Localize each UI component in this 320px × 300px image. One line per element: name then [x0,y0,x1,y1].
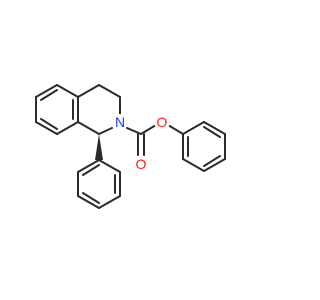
bond [140,124,157,135]
bond [167,124,184,135]
bond [98,159,121,173]
bond [203,158,226,172]
double-bond-inner [203,155,221,167]
stereo-wedge-bond [95,134,103,160]
bond [77,159,100,173]
bond [126,127,142,135]
bond [77,195,100,209]
atom-label-o-ester: O [157,114,168,130]
bond [203,121,226,135]
bond [77,121,100,135]
double-bond-inner [82,164,100,176]
phenyl-ring-bottom [77,159,121,209]
tetrahydro-ring [77,84,121,135]
bond [35,84,58,98]
double-bond-inner [203,126,221,138]
atom-o-carbonyl: O [133,156,149,172]
phenyl-ring-right [182,121,226,172]
bond [56,84,79,98]
bond [77,84,100,98]
double-bond-inner [40,89,58,101]
bond [182,158,205,172]
structure-svg: N O O [35,84,226,209]
bond [182,121,205,135]
bond [35,121,58,135]
bond [98,84,121,98]
benzo-ring [35,84,79,135]
atom-label-o-carbonyl: O [136,156,147,172]
atom-n: N [112,114,128,130]
bond [56,121,79,135]
bond [98,127,113,135]
atom-label-n: N [115,114,125,130]
double-bond-inner [82,192,100,204]
carbamate-group [126,124,184,156]
atom-o-ester: O [154,114,170,130]
molecule-diagram: N O O [35,84,226,209]
double-bond-inner [40,118,58,130]
bond [98,195,121,209]
